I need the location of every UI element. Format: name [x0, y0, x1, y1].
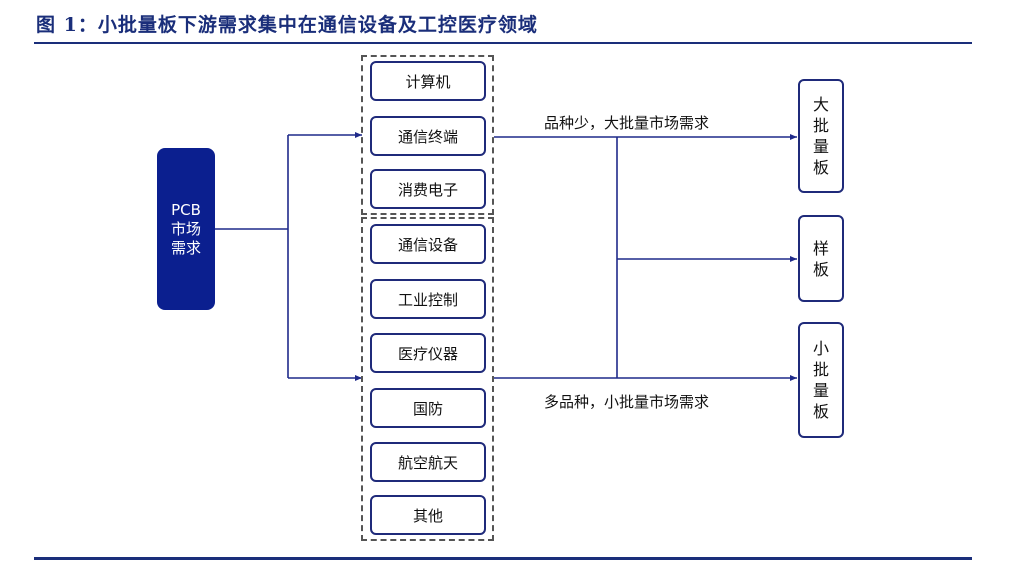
edge-label-low-volume: 多品种，小批量市场需求 [544, 393, 710, 411]
segment-defense: 国防 [370, 388, 486, 428]
output-high-volume-board: 大 批 量 板 [798, 79, 844, 193]
low-volume-group [361, 217, 494, 541]
pcb-node-label: PCB 市场 需求 [170, 200, 201, 257]
segment-aerospace: 航空航天 [370, 442, 486, 482]
segment-telecom-terminal: 通信终端 [370, 116, 486, 156]
output-low-volume-label: 小 批 量 板 [812, 339, 829, 421]
segment-consumer-electronics: 消费电子 [370, 169, 486, 209]
output-low-volume-board: 小 批 量 板 [798, 322, 844, 438]
output-sample-label: 样 板 [812, 238, 829, 279]
segment-telecom-equipment: 通信设备 [370, 224, 486, 264]
segment-other: 其他 [370, 495, 486, 535]
output-sample-board: 样 板 [798, 215, 844, 302]
footer-rule [34, 557, 972, 560]
output-high-volume-label: 大 批 量 板 [812, 95, 829, 177]
high-volume-group [361, 55, 494, 215]
segment-computer: 计算机 [370, 61, 486, 101]
segment-medical-instruments: 医疗仪器 [370, 333, 486, 373]
title-rule [34, 42, 972, 44]
edge-label-high-volume: 品种少，大批量市场需求 [544, 114, 710, 132]
figure-title: 图 1：小批量板下游需求集中在通信设备及工控医疗领域 [36, 14, 538, 36]
pcb-market-demand-node: PCB 市场 需求 [157, 148, 215, 310]
segment-industrial-control: 工业控制 [370, 279, 486, 319]
